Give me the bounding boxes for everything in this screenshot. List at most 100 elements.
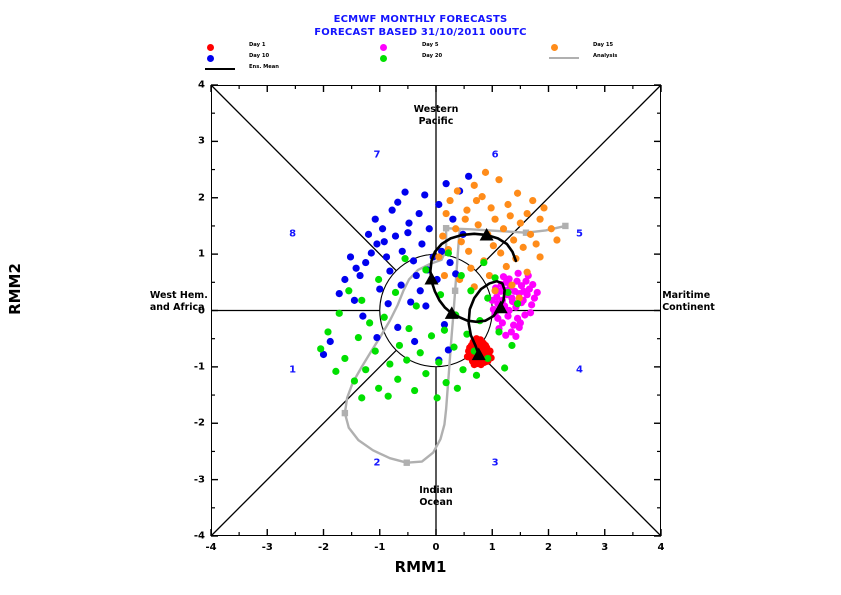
scatter-point bbox=[494, 314, 502, 322]
scatter-point bbox=[380, 238, 388, 246]
legend-label: Day 5 bbox=[422, 42, 439, 48]
scatter-point bbox=[412, 271, 420, 280]
legend-label: Analysis bbox=[593, 53, 618, 59]
scatter-point bbox=[523, 209, 531, 218]
scatter-point bbox=[345, 287, 353, 295]
legend-label: Day 20 bbox=[422, 53, 443, 59]
scatter-point bbox=[528, 301, 536, 309]
scatter-point bbox=[508, 281, 516, 289]
phase-number-3: 3 bbox=[491, 457, 499, 469]
scatter-point bbox=[529, 196, 537, 205]
ens-mean-marker bbox=[493, 300, 508, 314]
scatter-point bbox=[470, 361, 478, 369]
y-tick-label: -4 bbox=[193, 530, 205, 542]
axis-ticks bbox=[210, 84, 662, 537]
scatter-point bbox=[375, 275, 383, 284]
legend-line-icon bbox=[549, 57, 579, 59]
scatter-point bbox=[501, 364, 509, 372]
phase-number-1: 1 bbox=[289, 364, 297, 376]
scatter-point bbox=[532, 240, 540, 248]
scatter-point bbox=[366, 319, 374, 327]
scatter-point bbox=[478, 193, 486, 201]
y-tick-label: 1 bbox=[198, 248, 205, 260]
scatter-point bbox=[411, 386, 419, 395]
scatter-point bbox=[516, 319, 524, 327]
scatter-point bbox=[523, 268, 531, 276]
x-tick-label: 2 bbox=[545, 542, 552, 553]
scatter-point bbox=[480, 258, 488, 267]
scatter-point bbox=[453, 384, 461, 392]
scatter-point bbox=[463, 330, 471, 338]
scatter-point bbox=[536, 215, 544, 223]
y-tick-label: 4 bbox=[198, 79, 205, 91]
ens-mean-track-line bbox=[429, 232, 518, 356]
phase-number-7: 7 bbox=[373, 149, 381, 161]
region-label: Western Pacific bbox=[413, 104, 459, 127]
scatter-point bbox=[472, 196, 481, 205]
scatter-point bbox=[442, 180, 450, 188]
scatter-point bbox=[425, 225, 433, 233]
scatter-point bbox=[319, 350, 328, 359]
x-tick-label: 3 bbox=[601, 542, 609, 553]
scatter-point bbox=[504, 312, 512, 320]
scatter-point bbox=[505, 306, 513, 315]
scatter-point bbox=[529, 280, 537, 289]
scatter-point bbox=[356, 271, 364, 280]
scatter-point bbox=[362, 258, 370, 267]
scatter-point bbox=[530, 294, 539, 302]
scatter-point bbox=[514, 269, 522, 277]
plot-frame bbox=[211, 85, 661, 536]
scatter-point bbox=[427, 332, 436, 340]
scatter-point bbox=[373, 333, 381, 342]
y-axis-label: RMM2 bbox=[6, 263, 24, 315]
scatter-point bbox=[364, 230, 373, 238]
scatter-point bbox=[384, 392, 392, 400]
scatter-point bbox=[394, 198, 402, 206]
region-label: Indian Ocean bbox=[419, 484, 453, 508]
analysis-track-marker bbox=[403, 459, 410, 466]
scatter-point bbox=[350, 296, 359, 304]
scatter-point bbox=[487, 204, 495, 212]
scatter-point bbox=[465, 172, 473, 180]
scatter-point bbox=[449, 215, 457, 223]
scatter-point bbox=[547, 225, 555, 233]
scatter-point bbox=[401, 255, 409, 263]
scatter-point bbox=[404, 229, 412, 237]
scatter-point bbox=[465, 247, 473, 255]
scatter-point bbox=[358, 394, 366, 402]
scatter-series-day-20 bbox=[317, 249, 522, 402]
scatter-point bbox=[519, 243, 527, 251]
scatter-point bbox=[506, 212, 514, 220]
scatter-point bbox=[435, 200, 443, 209]
y-tick-label: -2 bbox=[193, 417, 205, 429]
scatter-point bbox=[495, 328, 503, 336]
scatter-point bbox=[515, 294, 523, 302]
scatter-point bbox=[422, 266, 430, 274]
x-tick-label: 1 bbox=[488, 542, 496, 553]
legend-dot-icon bbox=[380, 54, 387, 62]
scatter-point bbox=[457, 238, 465, 246]
scatter-point bbox=[382, 253, 391, 261]
scatter-point bbox=[440, 271, 449, 280]
scatter-point bbox=[481, 168, 490, 176]
scatter-point bbox=[405, 219, 413, 227]
scatter-point bbox=[497, 249, 505, 257]
scatter-point bbox=[502, 331, 510, 339]
scatter-point bbox=[378, 225, 387, 233]
scatter-point bbox=[391, 288, 400, 297]
scatter-point bbox=[422, 302, 430, 310]
scatter-point bbox=[421, 191, 429, 199]
scatter-point bbox=[472, 371, 481, 379]
scatter-point bbox=[536, 253, 544, 261]
scatter-point bbox=[510, 321, 518, 329]
scatter-point bbox=[352, 264, 360, 272]
page-title-line1: ECMWF MONTHLY FORECASTS bbox=[333, 14, 508, 25]
ens-mean-marker bbox=[424, 271, 439, 285]
scatter-point bbox=[510, 236, 518, 244]
scatter-point bbox=[409, 257, 418, 265]
scatter-point bbox=[398, 247, 406, 255]
scatter-point bbox=[380, 313, 388, 321]
analysis-track-line bbox=[343, 224, 567, 464]
scatter-point bbox=[367, 249, 375, 257]
